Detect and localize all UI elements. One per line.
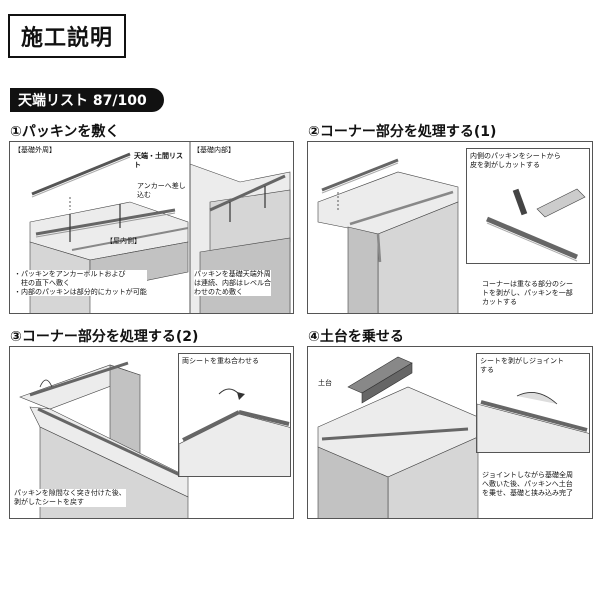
step-1-notes-right: パッキンを基礎天端外周 は連続、内部はレベル合 わせのため敷く xyxy=(194,270,271,297)
product-label: 天端リスト 87/100 xyxy=(10,88,164,112)
step-2-title: ②コーナー部分を処理する(1) xyxy=(308,124,497,140)
step-4-illustration xyxy=(317,356,479,518)
label-okunai: 【屋内側】 xyxy=(106,237,141,245)
step-2-inset: 内側のパッキンをシートから 皮を剥がしカットする xyxy=(466,148,590,264)
label-dodai: 土台 xyxy=(318,379,332,387)
step-3-note-line: 剥がしたシートを戻す xyxy=(14,497,84,506)
step-1-title: ①パッキンを敷く xyxy=(10,124,120,140)
step-2-inset-line: 内側のパッキンをシートから xyxy=(470,152,561,160)
step-1-note-line: パッキンを基礎天端外周 xyxy=(194,270,271,278)
step-3-note: パッキンを隙間なく突き付けた後、 剥がしたシートを戻す xyxy=(14,489,126,507)
step-3-note-line: パッキンを隙間なく突き付けた後、 xyxy=(14,489,126,497)
step-1-note-line: は連続、内部はレベル合 xyxy=(194,278,271,287)
step-2-illustration xyxy=(317,158,459,313)
label-kiso-gaishu: 【基礎外周】 xyxy=(14,146,56,154)
step-4-note-line: へ敷いた後、パッキンへ土台 xyxy=(482,479,573,488)
step-1-note-line: ・パッキンをアンカーボルトおよび xyxy=(14,270,126,278)
step-1-note-line: 柱の直下へ敷く xyxy=(14,278,70,287)
step-2-inset-note: 内側のパッキンをシートから 皮を剥がしカットする xyxy=(470,152,561,170)
step-4-inset-line: シートを剥がしジョイント xyxy=(480,357,564,365)
step-1-panel: 【基礎外周】 【基礎内部】 天端・土間リスト アンカーへ差し込む 【屋内側】 ・… xyxy=(9,141,294,314)
label-kiso-naibu: 【基礎内部】 xyxy=(193,146,235,154)
step-3-inset-note: 両シートを重ね合わせる xyxy=(182,357,259,366)
step-3-inset-illustration xyxy=(179,388,290,476)
step-3-panel: 両シートを重ね合わせる パッキンを隙間なく突き付けた後、 剥がしたシートを戻す xyxy=(9,346,294,519)
step-2-inset-line: 皮を剥がしカットする xyxy=(470,160,540,169)
step-4-note-line: を乗せ、基礎と挟み込み完了 xyxy=(482,488,573,497)
step-1-note-line: わせのため敷く xyxy=(194,287,243,296)
step-2-note-line: コーナーは重なる部分のシー xyxy=(482,280,573,288)
step-2-panel: 内側のパッキンをシートから 皮を剥がしカットする コーナーは重なる部分のシー ト… xyxy=(307,141,593,314)
step-1-note-line: ・内部のパッキンは部分的にカットが可能 xyxy=(14,287,147,296)
page-title: 施工説明 xyxy=(8,14,126,58)
step-1-notes-left: ・パッキンをアンカーボルトおよび 柱の直下へ敷く ・内部のパッキンは部分的にカッ… xyxy=(14,270,147,297)
step-4-inset-illustration xyxy=(477,392,589,452)
step-2-inset-illustration xyxy=(486,188,586,262)
step-4-inset-note: シートを剥がしジョイント する xyxy=(480,357,564,375)
step-4-note: ジョイントしながら基礎全周 へ敷いた後、パッキンへ土台 を乗せ、基礎と挟み込み完… xyxy=(482,471,573,497)
label-anchor: アンカーへ差し込む xyxy=(137,182,186,199)
step-4-note-line: ジョイントしながら基礎全周 xyxy=(482,471,573,479)
step-4-inset-line: する xyxy=(480,365,494,374)
step-2-note: コーナーは重なる部分のシー トを剥がし、パッキンを一部 カットする xyxy=(482,280,573,306)
label-tenba-list: 天端・土間リスト xyxy=(134,152,183,169)
step-4-inset: シートを剥がしジョイント する xyxy=(476,353,590,453)
step-2-note-line: トを剥がし、パッキンを一部 xyxy=(482,288,573,297)
step-3-inset-line: 両シートを重ね合わせる xyxy=(182,357,259,365)
step-4-panel: 土台 シートを剥がしジョイント する ジョイントしながら基礎全周 へ敷いた後、パ… xyxy=(307,346,593,519)
step-4-title: ④土台を乗せる xyxy=(308,329,404,345)
step-2-note-line: カットする xyxy=(482,297,517,306)
step-3-inset: 両シートを重ね合わせる xyxy=(178,353,291,477)
step-3-title: ③コーナー部分を処理する(2) xyxy=(10,329,199,345)
